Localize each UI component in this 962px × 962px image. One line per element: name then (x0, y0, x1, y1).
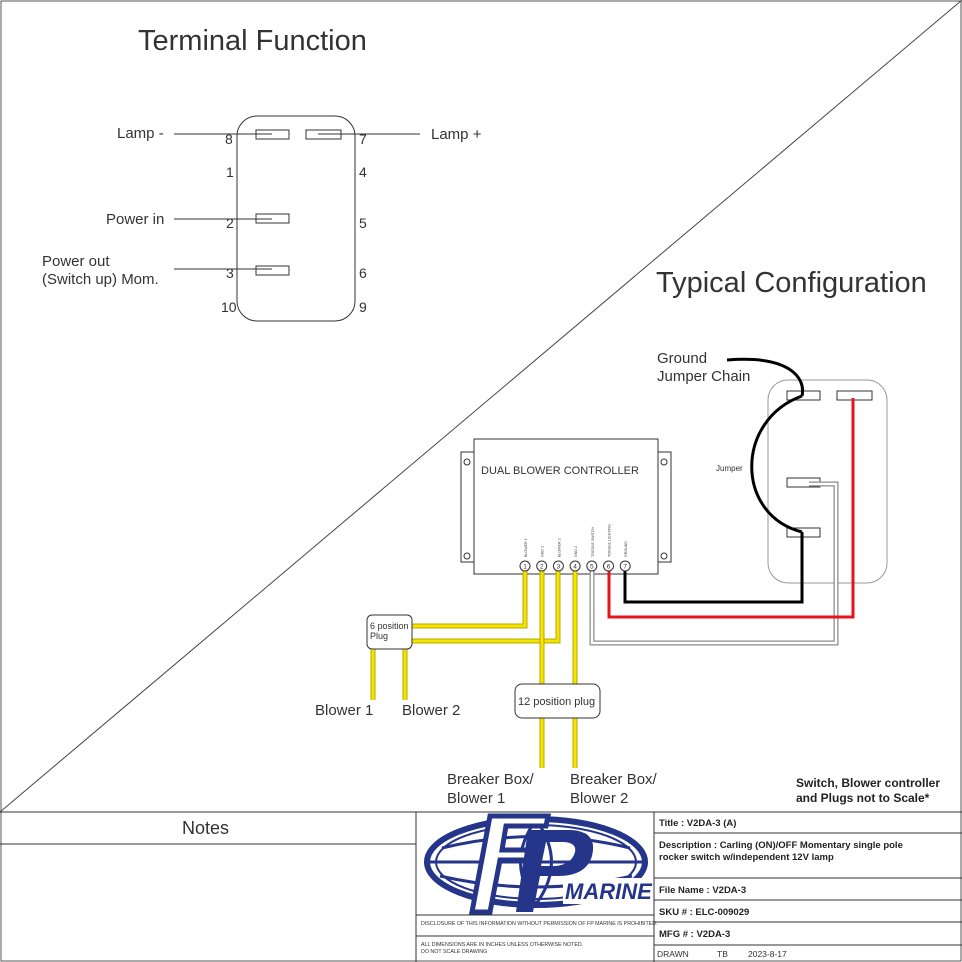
typical-configuration: Typical Configuration Jumper DUAL BLOWER… (315, 267, 940, 807)
ground-label: Ground (657, 350, 707, 367)
controller-terminal-label: GND 1 (541, 546, 545, 557)
blower-2-label: Blower 2 (402, 702, 460, 719)
controller-terminal-7 (619, 560, 631, 572)
drawing-title: Title : V2DA-3 (A) (659, 818, 736, 829)
pin-9: 9 (359, 299, 367, 315)
red-wire (607, 398, 855, 619)
mount-hole (660, 552, 668, 560)
controller-label: DUAL BLOWER CONTROLLER (481, 465, 639, 477)
controller-right-flange (657, 451, 672, 563)
controller-terminal-3 (552, 560, 564, 572)
controller-terminal-label: TOGGLE LIGHTING (608, 524, 612, 557)
power-out-mom-label: (Switch up) Mom. (42, 271, 159, 288)
breaker-box-2-blower-label: Blower 2 (570, 790, 628, 807)
controller-terminal-number: 4 (573, 564, 577, 571)
controller-box (473, 438, 659, 575)
disclosure-text: DISCLOSURE OF THIS INFORMATION WITHOUT P… (421, 921, 658, 927)
twelve-position-plug (514, 683, 601, 719)
controller-terminal-label: BLOWER 1 (524, 538, 528, 557)
pin-3: 3 (226, 265, 234, 281)
twelve-position-plug-label: 12 position plug (518, 696, 595, 708)
gray-wire-core (590, 482, 838, 645)
six-position-plug-label: 6 position (370, 621, 409, 631)
terminal-function: Terminal Function Lamp - Lamp + Power in… (42, 25, 482, 322)
ground-jumper-chain (726, 357, 805, 397)
controller-left-flange (460, 451, 475, 563)
controller-terminal-label: TOGGLE SWITCH (591, 527, 595, 557)
sku-number: SKU # : ELC-009029 (659, 907, 749, 918)
controller-terminal-2 (536, 560, 548, 572)
controller-terminal-number: 7 (623, 564, 627, 571)
controller-terminal-label: BLOWER 2 (557, 538, 561, 557)
jumper-chain-label: Jumper Chain (657, 368, 750, 385)
description-line-2: rocker switch w/independent 12V lamp (659, 852, 834, 863)
yellow-wire (371, 648, 407, 700)
controller-terminal-6 (603, 560, 614, 572)
pin-4: 4 (359, 164, 367, 180)
controller-terminal-label: GND 2 (574, 546, 578, 557)
drawn-date: 2023-8-17 (748, 949, 787, 959)
diagonal-divider (0, 0, 962, 813)
switch-jumper (750, 394, 803, 534)
logo-text: MARINE (565, 879, 653, 904)
file-name: File Name : V2DA-3 (659, 885, 746, 896)
controller-terminal-1 (519, 560, 531, 572)
drawn-by: TB (717, 949, 728, 959)
pin-8: 8 (225, 131, 233, 147)
controller-terminal-label: GROUND (624, 541, 628, 557)
terminal-function-title: Terminal Function (138, 25, 367, 57)
mount-hole (463, 458, 471, 466)
typical-configuration-title: Typical Configuration (656, 267, 927, 299)
terminal-3 (255, 265, 290, 276)
controller-terminals: 1 BLOWER 1 2 GND 1 3 BLOWER 2 4 GND 2 5 TOGGLE SW… (519, 524, 631, 572)
pin-1: 1 (226, 164, 234, 180)
do-not-scale-text: DO NOT SCALE DRAWING (421, 949, 487, 955)
description-line-1: Description : Carling (ON)/OFF Momentary… (659, 840, 903, 851)
power-in-label: Power in (106, 211, 164, 228)
controller-terminal-number: 3 (557, 564, 561, 571)
yellow-wire (408, 566, 560, 643)
yellow-wire (540, 718, 577, 768)
blower-1-label: Blower 1 (315, 702, 373, 719)
breaker-box-1-label: Breaker Box/ (447, 771, 535, 788)
notes-heading: Notes (182, 818, 229, 838)
controller-terminal-number: 2 (540, 564, 544, 571)
pin-5: 5 (359, 215, 367, 231)
pin-6: 6 (359, 265, 367, 281)
jumper-label: Jumper (716, 464, 743, 473)
wires (370, 357, 855, 768)
drawn-label: DRAWN (657, 949, 689, 959)
yellow-wire (408, 566, 527, 628)
power-out-label: Power out (42, 253, 110, 270)
rocker-switch-body (767, 379, 888, 584)
scale-note-2: and Plugs not to Scale* (796, 791, 930, 805)
controller-terminal-number: 1 (523, 564, 527, 571)
six-position-plug-label-2: Plug (370, 631, 388, 641)
controller-terminal-number: 5 (590, 564, 594, 571)
mount-hole (660, 458, 668, 466)
fp-marine-logo: MARINE (424, 813, 653, 915)
scale-note: Switch, Blower controller (796, 776, 940, 790)
pin-7: 7 (359, 131, 367, 147)
mfg-number: MFG # : V2DA-3 (659, 929, 730, 940)
controller-terminal-number: 6 (607, 564, 611, 571)
breaker-box-1-blower-label: Blower 1 (447, 790, 505, 807)
six-position-plug (366, 614, 413, 650)
controller-terminal-5 (586, 560, 598, 572)
lamp-minus-label: Lamp - (117, 125, 164, 142)
breaker-box-2-label: Breaker Box/ (570, 771, 658, 788)
dimensions-text: ALL DIMENSIONS ARE IN INCHES UNLESS OTHE… (421, 942, 583, 948)
lamp-plus-label: Lamp + (431, 126, 482, 143)
black-wire (623, 532, 804, 604)
pin-2: 2 (226, 215, 234, 231)
controller-terminal-4 (569, 560, 581, 572)
pin-10: 10 (221, 299, 237, 315)
mount-hole (463, 552, 471, 560)
title-block: Notes MARINE DISCLOSURE OF THIS INFORMAT… (0, 811, 962, 962)
